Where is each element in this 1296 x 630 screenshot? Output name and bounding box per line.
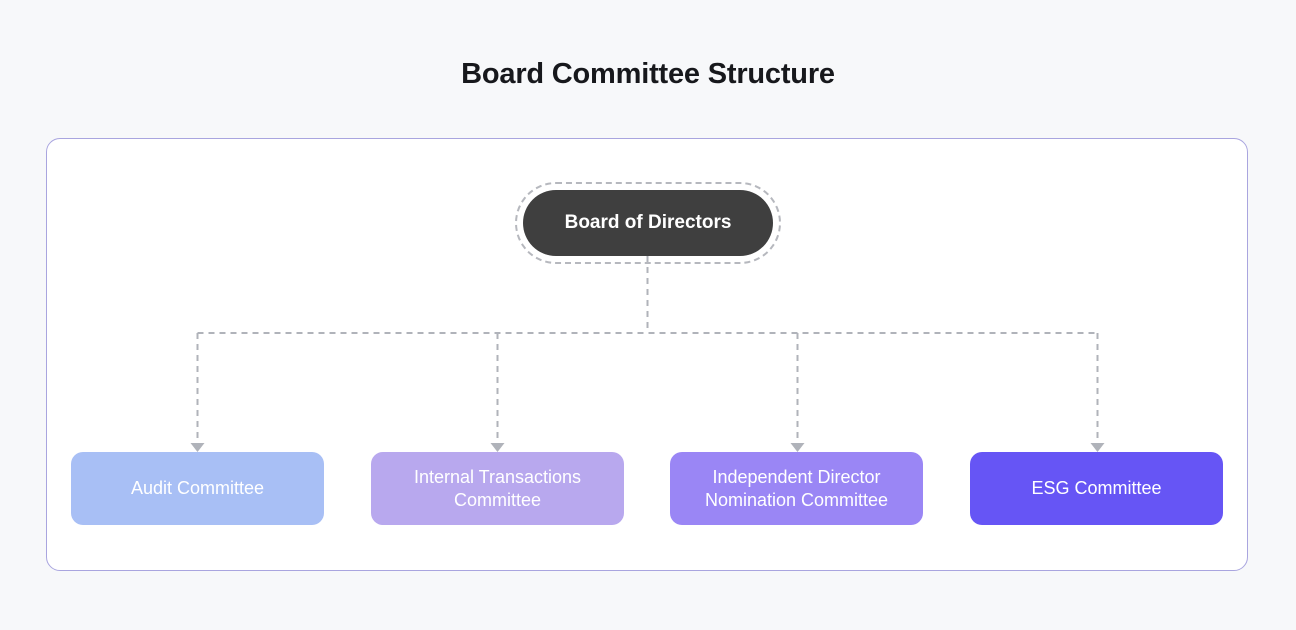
node-label: Internal Transactions Committee: [413, 467, 582, 510]
node-label: Audit Committee: [130, 478, 265, 499]
node-label: Board of Directors: [564, 212, 732, 234]
node-audit-committee[interactable]: Audit Committee: [71, 452, 324, 525]
node-board-of-directors[interactable]: Board of Directors: [523, 190, 773, 256]
node-label: Independent Director Nomination Committe…: [704, 467, 889, 510]
node-esg-committee[interactable]: ESG Committee: [970, 452, 1223, 525]
node-label: ESG Committee: [1031, 478, 1162, 499]
page-title: Board Committee Structure: [461, 58, 835, 90]
node-independent-director-nomination-committee[interactable]: Independent Director Nomination Committe…: [670, 452, 923, 525]
node-internal-transactions-committee[interactable]: Internal Transactions Committee: [371, 452, 624, 525]
